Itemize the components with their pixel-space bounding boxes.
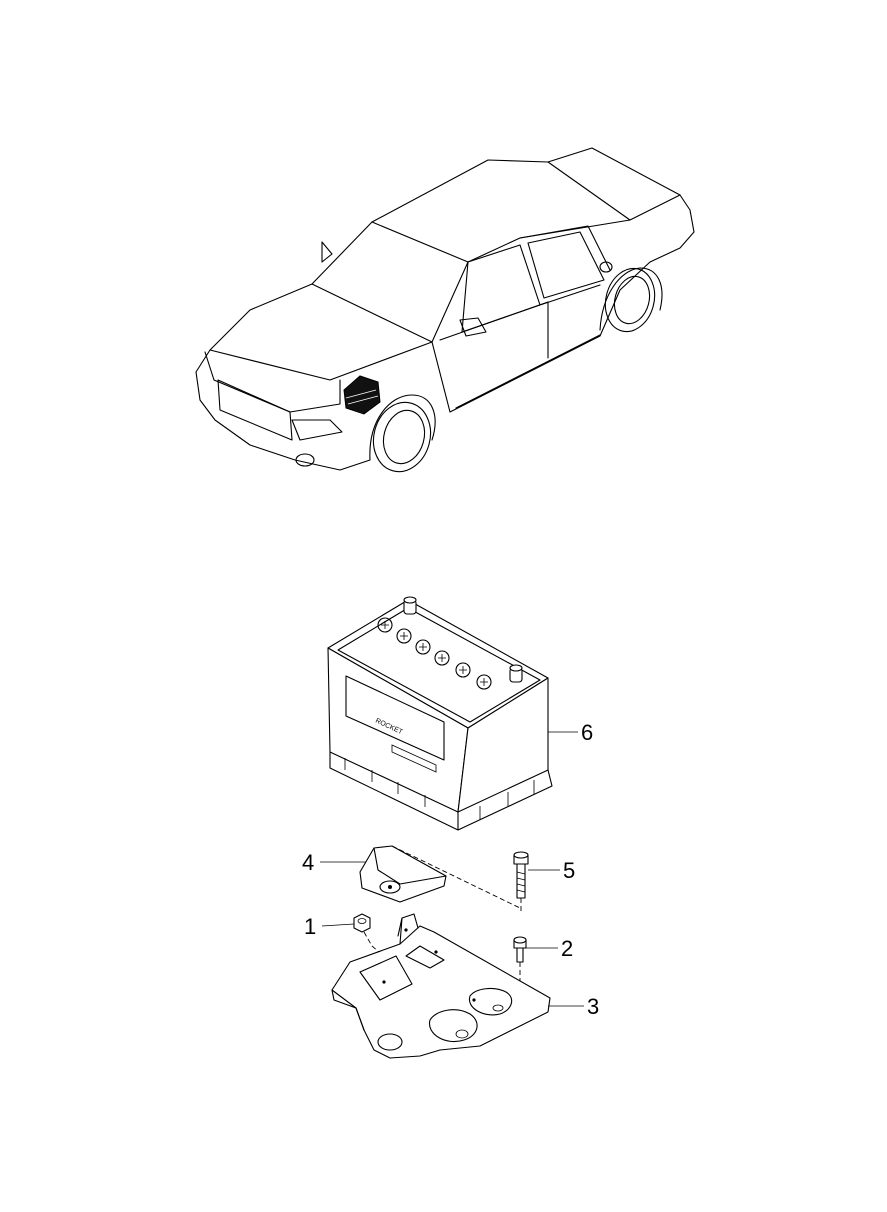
car-foglight <box>295 453 315 467</box>
car-roof <box>371 159 631 263</box>
tray-recess-left <box>359 955 413 1001</box>
battery-label <box>345 675 445 761</box>
tray-hook <box>399 913 419 945</box>
tray-recess-right <box>468 987 513 1016</box>
callout-1: 1 <box>304 914 316 939</box>
bolt-long-shank <box>516 863 526 899</box>
battery: ROCKET <box>327 596 553 831</box>
car-antenna <box>321 241 333 263</box>
tray-drain-hole-1 <box>455 1029 469 1039</box>
car-fuel-cap <box>599 261 613 273</box>
nut-body <box>353 913 371 933</box>
nut-hole <box>357 918 367 924</box>
battery-ribs <box>344 758 426 807</box>
leader-1 <box>321 923 355 927</box>
car-rear-door-window <box>519 225 611 271</box>
clamp-body <box>359 845 447 903</box>
clamp-hole <box>379 880 401 894</box>
car-front-wheel <box>372 401 432 473</box>
battery-clamp-bracket <box>359 845 521 909</box>
tray-recess-center <box>429 1009 478 1042</box>
tray-slot <box>405 945 445 969</box>
tray-mount-hole <box>377 1033 403 1051</box>
car-hood <box>209 283 433 381</box>
car-rear-window-glass <box>527 231 605 299</box>
car-front-wheel-arch <box>369 394 436 461</box>
car-headlight-right <box>291 419 343 441</box>
tray-front-lip <box>331 989 365 1031</box>
car-front-wheel-rim <box>382 409 426 465</box>
bolt-short-shank <box>516 947 524 963</box>
car-illustration <box>195 147 695 473</box>
clamp-hole-center <box>388 885 392 889</box>
bolt-long <box>513 851 529 912</box>
tray-drain-hole-2 <box>492 1004 504 1012</box>
car-headlight <box>204 351 341 413</box>
battery-tray <box>331 913 551 1059</box>
callout-labels: 6 4 5 1 2 3 <box>302 720 599 1019</box>
car-side-body <box>431 194 695 413</box>
car-rear-wheel <box>604 267 656 333</box>
car-door-line <box>439 301 549 359</box>
car-grille <box>217 379 293 441</box>
callout-2: 2 <box>561 936 573 961</box>
leader-lines <box>320 731 584 1007</box>
battery-cell-caps <box>377 617 492 690</box>
battery-terminals <box>403 596 523 683</box>
car-windshield <box>311 221 469 343</box>
callout-4: 4 <box>302 850 314 875</box>
car-front-bumper <box>195 349 371 471</box>
battery-indicator-strip <box>391 744 437 773</box>
car-side-mirror <box>459 317 487 337</box>
tray-hook-edge <box>397 917 403 937</box>
battery-side-ribs <box>479 780 535 820</box>
car-rear-wheel-rim <box>613 275 651 325</box>
car-rear-window <box>547 147 681 221</box>
callout-5: 5 <box>563 858 575 883</box>
battery-location-hatch <box>345 389 379 405</box>
car-belt-line <box>539 284 601 306</box>
callout-6: 6 <box>581 720 593 745</box>
car-sill <box>455 334 601 409</box>
clamp-fold <box>373 847 447 885</box>
battery-location-marker <box>343 375 381 415</box>
bolt-long-thread <box>516 871 526 893</box>
callout-3: 3 <box>587 994 599 1019</box>
